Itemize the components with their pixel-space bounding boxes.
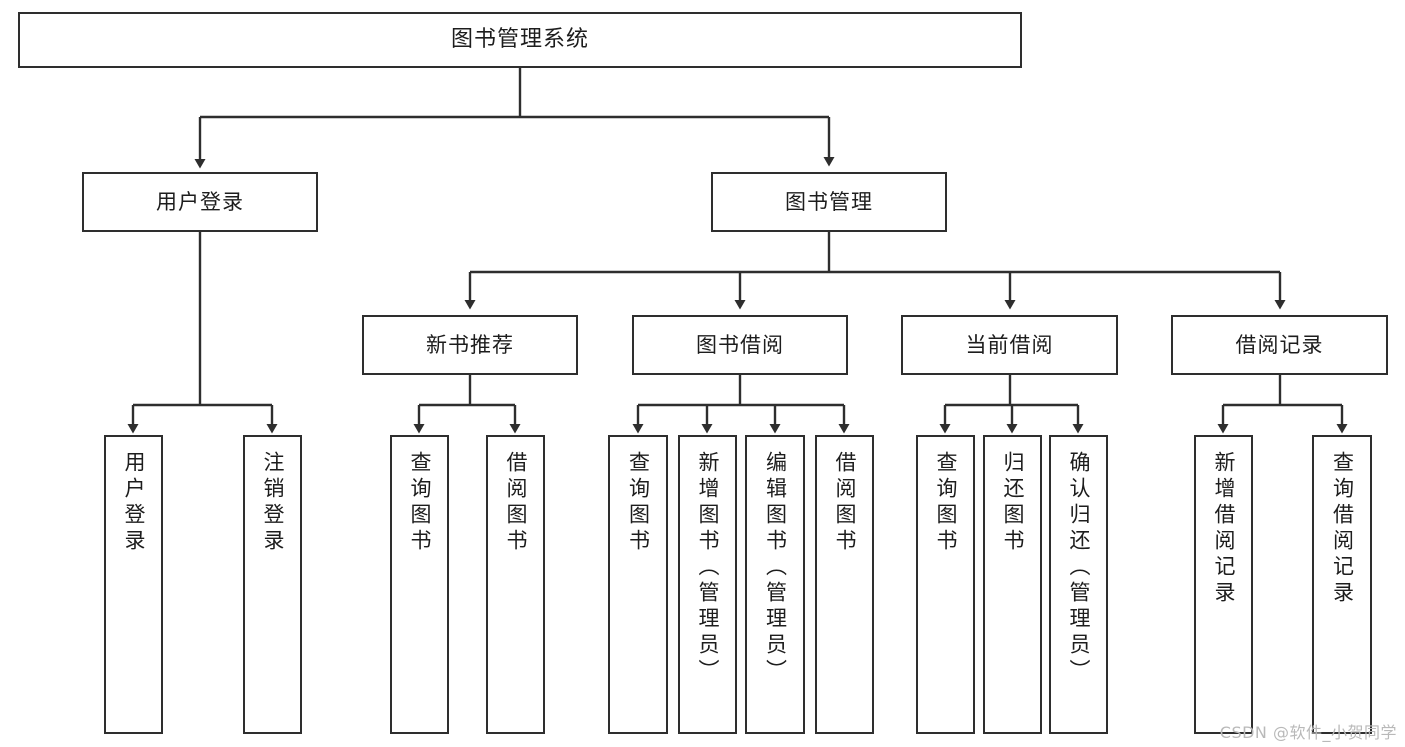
node-label: 借阅图书 xyxy=(833,451,857,555)
node-label: 确认归还（管理员） xyxy=(1067,451,1091,685)
leaf-user-logout[interactable]: 注销登录 xyxy=(243,435,302,734)
node-label: 查询借阅记录 xyxy=(1330,451,1355,607)
node-label: 新书推荐 xyxy=(426,332,514,357)
node-label: 图书管理系统 xyxy=(450,27,589,53)
node-label: 图书借阅 xyxy=(696,332,784,357)
node-root-system[interactable]: 图书管理系统 xyxy=(18,12,1022,68)
node-label: 用户登录 xyxy=(122,451,146,555)
node-label: 编辑图书（管理员） xyxy=(763,451,788,685)
node-book-management[interactable]: 图书管理 xyxy=(711,172,947,232)
csdn-watermark: CSDN @软件_小贺同学 xyxy=(1219,723,1397,742)
node-label: 新增借阅记录 xyxy=(1212,451,1236,607)
node-borrow-record[interactable]: 借阅记录 xyxy=(1171,315,1388,375)
node-user-login[interactable]: 用户登录 xyxy=(82,172,318,232)
node-new-book-recommend[interactable]: 新书推荐 xyxy=(362,315,578,375)
leaf-recommend-query-book[interactable]: 查询图书 xyxy=(390,435,449,734)
leaf-borrow-query-book[interactable]: 查询图书 xyxy=(608,435,668,734)
node-label: 借阅记录 xyxy=(1235,332,1324,357)
node-label: 图书管理 xyxy=(785,189,873,214)
node-label: 借阅图书 xyxy=(504,451,528,555)
leaf-borrow-edit-book-admin[interactable]: 编辑图书（管理员） xyxy=(745,435,805,734)
node-label: 用户登录 xyxy=(156,189,244,214)
node-label: 归还图书 xyxy=(1001,451,1025,555)
node-label: 注销登录 xyxy=(261,451,285,555)
node-current-borrow[interactable]: 当前借阅 xyxy=(901,315,1118,375)
leaf-user-login[interactable]: 用户登录 xyxy=(104,435,163,734)
leaf-current-return-book[interactable]: 归还图书 xyxy=(983,435,1042,734)
node-label: 当前借阅 xyxy=(965,332,1054,357)
node-book-borrow[interactable]: 图书借阅 xyxy=(632,315,848,375)
leaf-borrow-add-book-admin[interactable]: 新增图书（管理员） xyxy=(678,435,737,734)
leaf-record-add-borrow-record[interactable]: 新增借阅记录 xyxy=(1194,435,1253,734)
leaf-recommend-borrow-book[interactable]: 借阅图书 xyxy=(486,435,545,734)
leaf-current-confirm-return-admin[interactable]: 确认归还（管理员） xyxy=(1049,435,1108,734)
leaf-borrow-borrow-book[interactable]: 借阅图书 xyxy=(815,435,874,734)
node-label: 查询图书 xyxy=(626,451,651,555)
leaf-record-query-borrow-record[interactable]: 查询借阅记录 xyxy=(1312,435,1372,734)
leaf-current-query-book[interactable]: 查询图书 xyxy=(916,435,975,734)
node-label: 查询图书 xyxy=(934,451,958,555)
node-label: 查询图书 xyxy=(408,451,432,555)
node-label: 新增图书（管理员） xyxy=(696,451,720,685)
